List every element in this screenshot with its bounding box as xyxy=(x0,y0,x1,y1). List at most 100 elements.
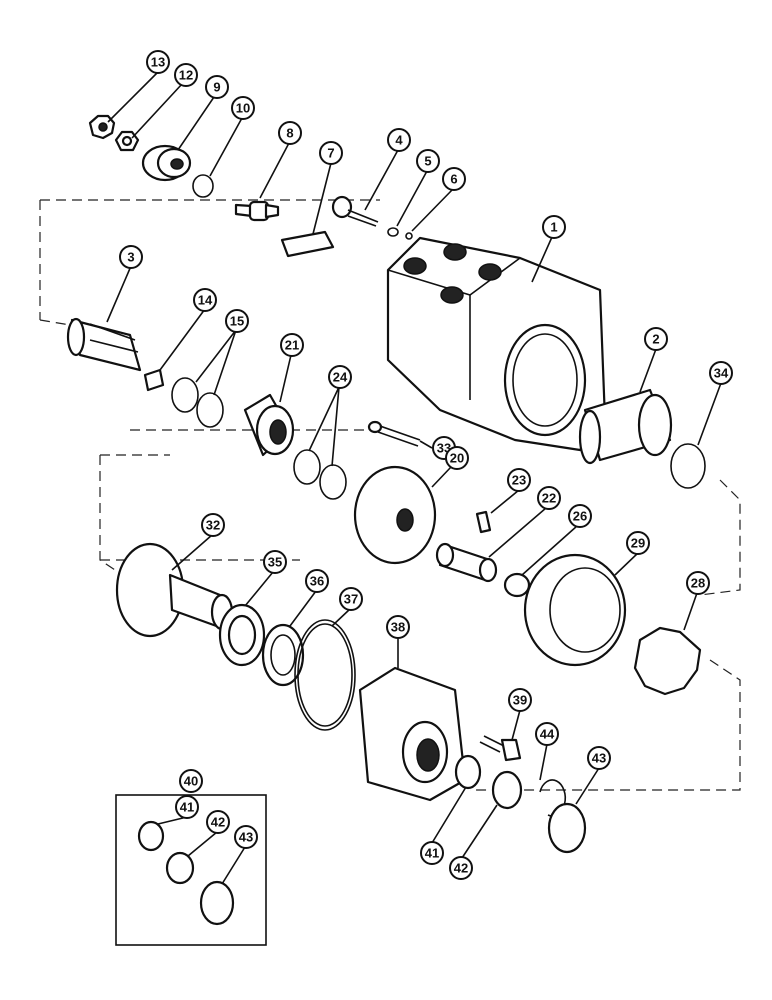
svg-text:3: 3 xyxy=(127,250,134,265)
part-14-pin xyxy=(143,368,165,392)
callout-4: 4 xyxy=(387,128,411,152)
part-43-washer xyxy=(547,802,587,854)
kit-part-42 xyxy=(165,851,195,885)
callout-36: 36 xyxy=(305,569,329,593)
callout-28: 28 xyxy=(686,571,710,595)
assembly-outline-lower xyxy=(99,454,741,791)
callout-8: 8 xyxy=(278,121,302,145)
callout-14: 14 xyxy=(193,288,217,312)
part-8-valve xyxy=(234,200,280,222)
svg-text:14: 14 xyxy=(198,293,213,308)
callout-37: 37 xyxy=(339,587,363,611)
part-34-ring xyxy=(670,443,706,489)
part-6-ball xyxy=(405,232,413,240)
svg-text:20: 20 xyxy=(450,451,464,466)
part-39-bolt xyxy=(479,735,522,762)
svg-text:40: 40 xyxy=(184,774,198,789)
part-10-o-ring xyxy=(192,174,214,198)
callout-13: 13 xyxy=(146,50,170,74)
svg-text:6: 6 xyxy=(450,172,457,187)
svg-text:39: 39 xyxy=(513,693,527,708)
part-20-plate xyxy=(353,465,437,565)
svg-text:2: 2 xyxy=(652,332,659,347)
callout-1: 1 xyxy=(542,215,566,239)
svg-text:34: 34 xyxy=(714,366,729,381)
svg-text:23: 23 xyxy=(512,473,526,488)
svg-text:44: 44 xyxy=(540,727,555,742)
callout-44: 44 xyxy=(535,722,559,746)
callout-10: 10 xyxy=(231,96,255,120)
part-24-rings xyxy=(293,449,347,500)
svg-text:42: 42 xyxy=(211,815,225,830)
part-21-bearing-cage xyxy=(243,393,295,457)
part-7-plate xyxy=(280,230,335,258)
callout-39: 39 xyxy=(508,688,532,712)
part-32-shaft xyxy=(115,542,234,638)
leader-lines xyxy=(106,71,722,859)
svg-text:36: 36 xyxy=(310,574,324,589)
svg-text:12: 12 xyxy=(179,68,193,83)
part-29-gear-ring xyxy=(523,553,627,667)
part-41-seal xyxy=(454,754,482,790)
kit-part-43 xyxy=(199,880,235,926)
callout-2: 2 xyxy=(644,327,668,351)
svg-text:43: 43 xyxy=(239,830,253,845)
part-42-bushing xyxy=(491,770,523,810)
svg-text:38: 38 xyxy=(391,620,405,635)
part-36-washer xyxy=(261,623,305,687)
kit-callout-41: 41 xyxy=(175,795,199,819)
svg-text:5: 5 xyxy=(424,154,431,169)
svg-text:24: 24 xyxy=(333,370,348,385)
svg-text:15: 15 xyxy=(230,314,244,329)
callout-29: 29 xyxy=(626,531,650,555)
callout-43: 43 xyxy=(587,746,611,770)
kit-callout-42: 42 xyxy=(206,810,230,834)
callout-32: 32 xyxy=(201,513,225,537)
kit-callout-40: 40 xyxy=(179,769,203,793)
callout-6: 6 xyxy=(442,167,466,191)
svg-text:26: 26 xyxy=(573,509,587,524)
kit-leader-lines xyxy=(157,816,246,885)
callout-15: 15 xyxy=(225,309,249,333)
part-5-o-ring xyxy=(387,227,399,237)
svg-text:32: 32 xyxy=(206,518,220,533)
svg-text:41: 41 xyxy=(425,846,439,861)
kit-part-41 xyxy=(137,820,165,852)
part-33-bolt xyxy=(367,420,421,447)
callout-20: 20 xyxy=(445,446,469,470)
part-2-sleeve xyxy=(578,388,673,465)
part-38-end-cap xyxy=(358,666,467,802)
callout-9: 9 xyxy=(205,75,229,99)
part-13-nut xyxy=(88,114,116,140)
callout-7: 7 xyxy=(319,141,343,165)
svg-text:8: 8 xyxy=(286,126,293,141)
callout-26: 26 xyxy=(568,504,592,528)
svg-text:43: 43 xyxy=(592,751,606,766)
svg-text:7: 7 xyxy=(327,146,334,161)
svg-text:35: 35 xyxy=(268,555,282,570)
kit-box xyxy=(115,794,267,946)
kit-callout-43: 43 xyxy=(234,825,258,849)
part-4-pin xyxy=(331,195,379,227)
assembly-outline-upper xyxy=(39,199,741,596)
svg-text:22: 22 xyxy=(542,491,556,506)
callout-23: 23 xyxy=(507,468,531,492)
part-1-housing xyxy=(386,236,607,452)
part-26-roller xyxy=(503,572,531,598)
callout-35: 35 xyxy=(263,550,287,574)
callout-12: 12 xyxy=(174,63,198,87)
part-28-rotor xyxy=(633,626,702,696)
part-22-drive-link xyxy=(435,542,498,583)
callout-22: 22 xyxy=(537,486,561,510)
svg-text:37: 37 xyxy=(344,592,358,607)
svg-text:4: 4 xyxy=(395,133,403,148)
callout-38: 38 xyxy=(386,615,410,639)
callout-41: 41 xyxy=(420,841,444,865)
svg-text:29: 29 xyxy=(631,536,645,551)
part-35-bearing xyxy=(218,603,266,667)
svg-text:28: 28 xyxy=(691,576,705,591)
callout-34: 34 xyxy=(709,361,733,385)
part-9-gland xyxy=(141,144,192,182)
svg-text:10: 10 xyxy=(236,101,250,116)
